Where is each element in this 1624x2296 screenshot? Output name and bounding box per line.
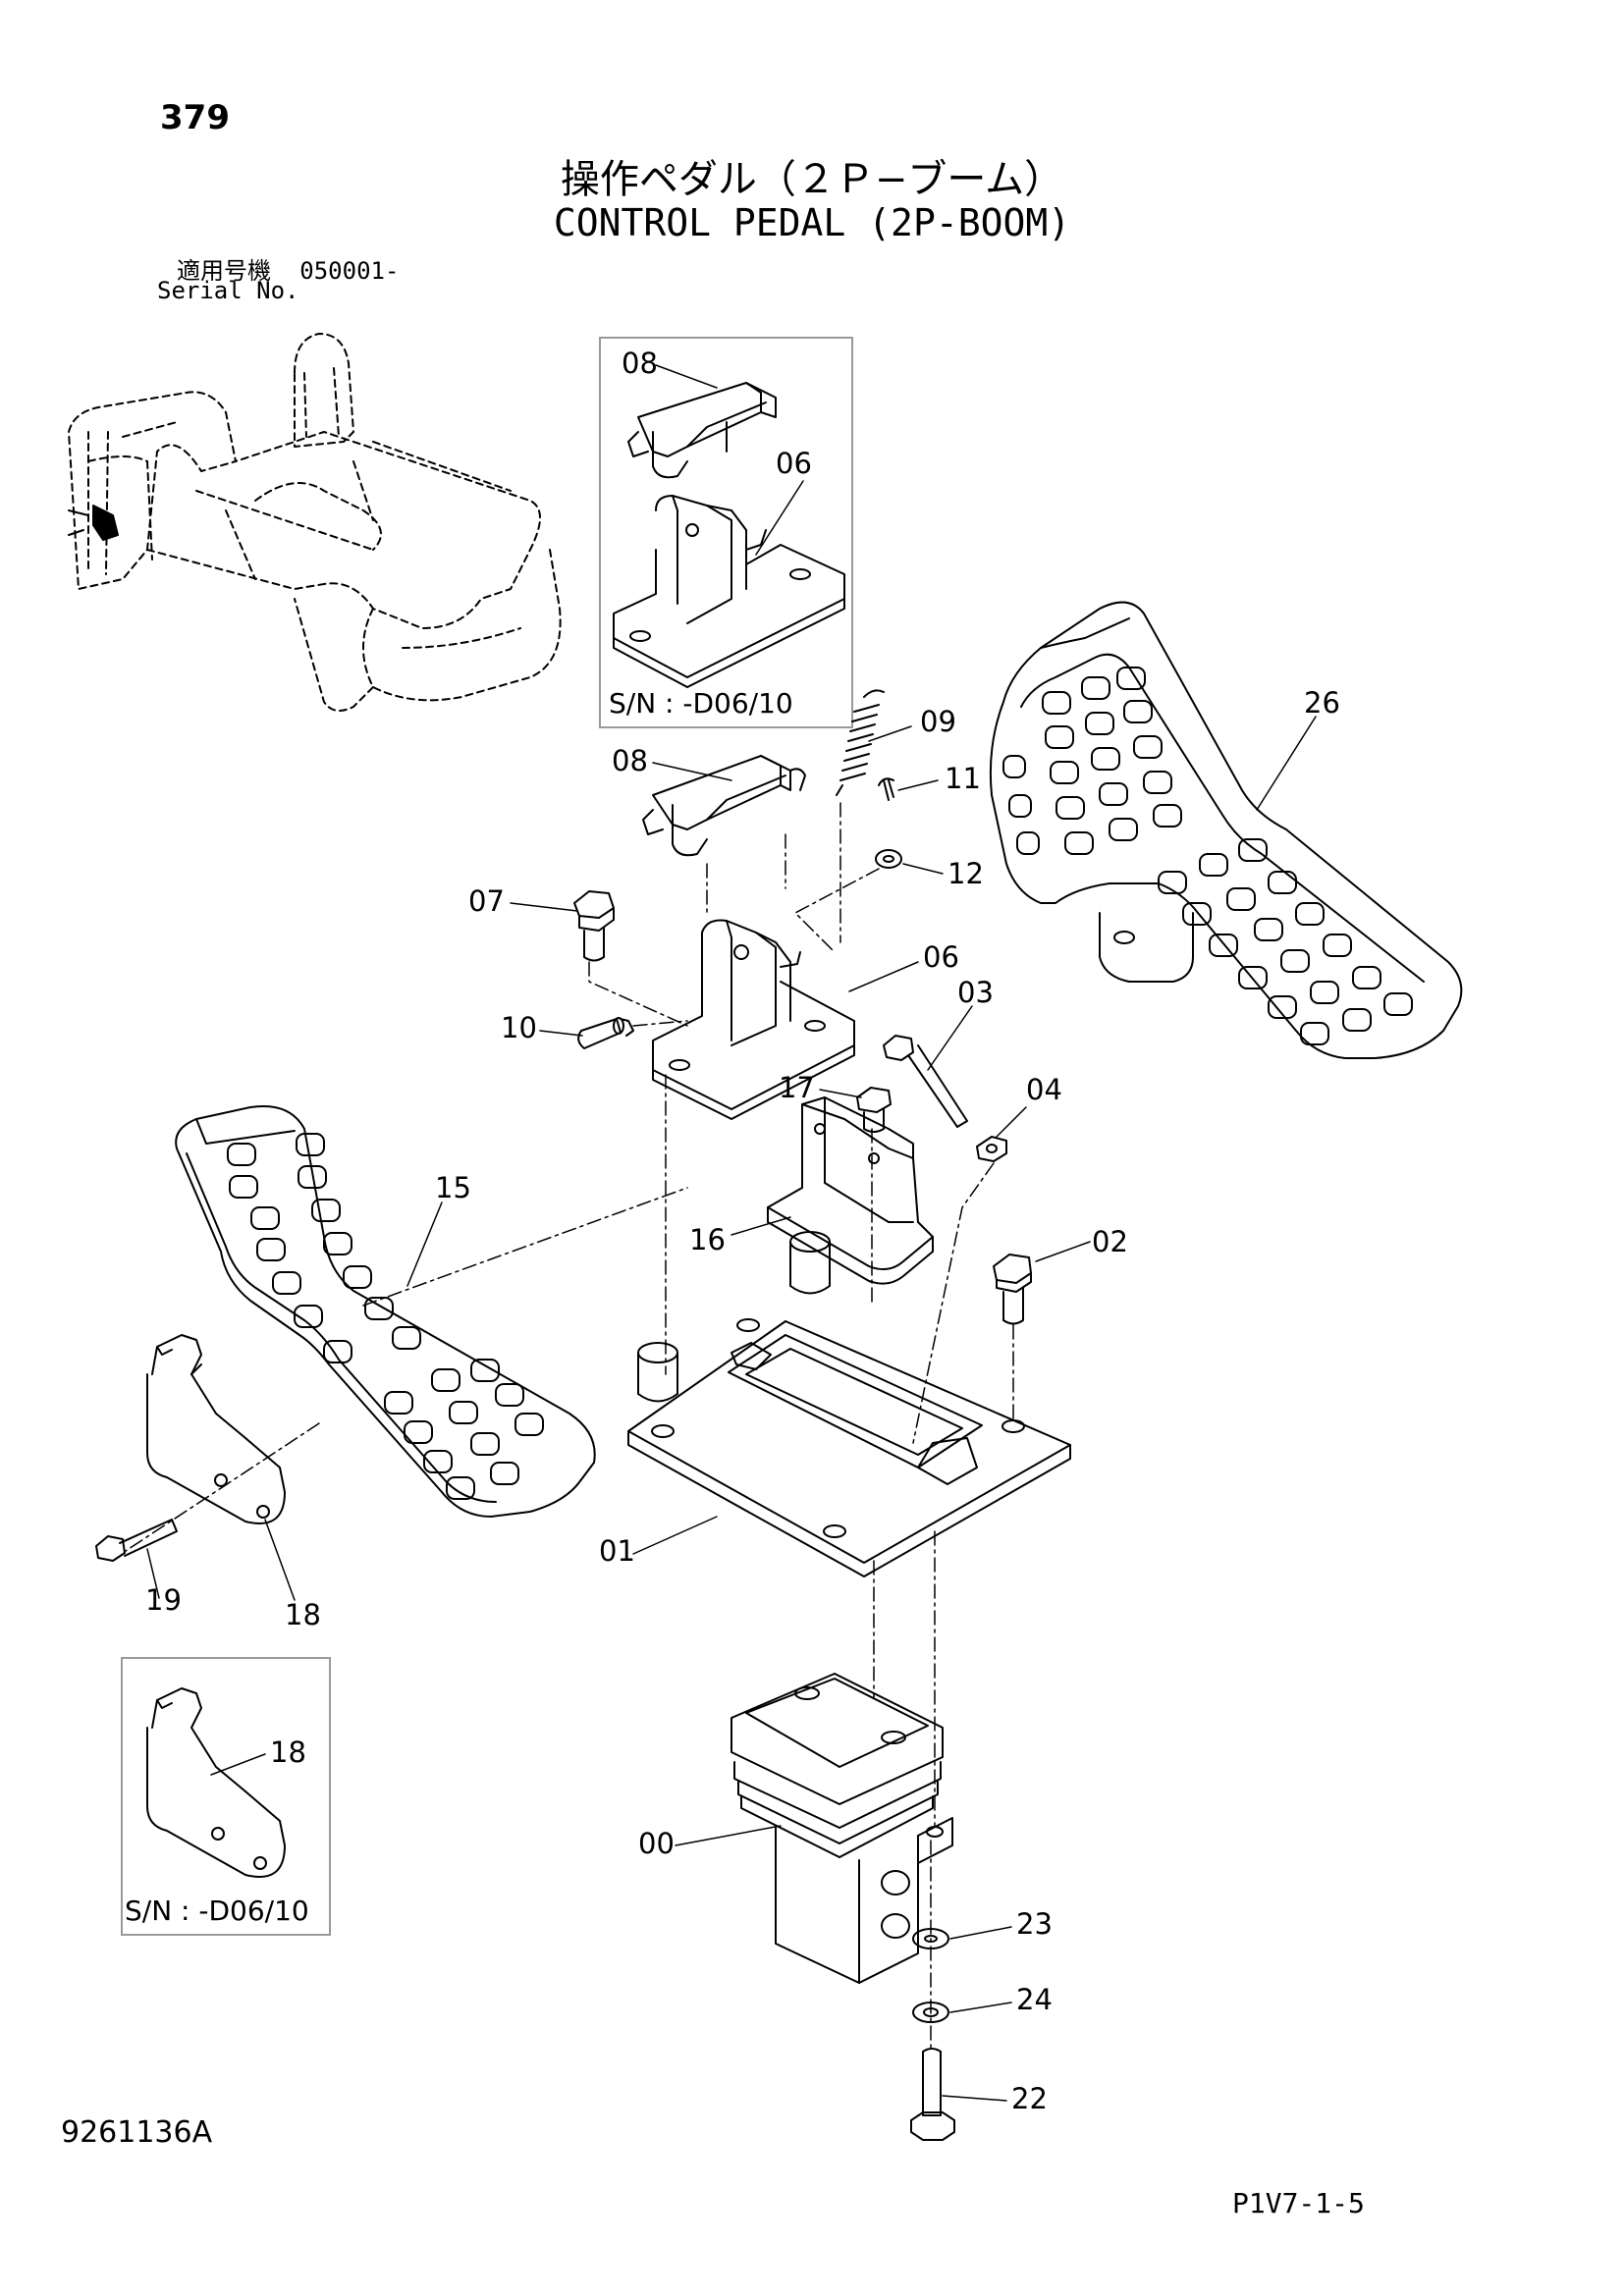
nut-04 bbox=[976, 1136, 1007, 1162]
leader-lines bbox=[146, 364, 1317, 2102]
bracket-18 bbox=[146, 1334, 286, 1524]
page-title-japanese: 操作ペダル（２Ｐ−ブーム） bbox=[560, 157, 1064, 202]
inset-top-caption: S/N : -D06/10 bbox=[609, 687, 793, 720]
callout-17: 17 bbox=[779, 1071, 815, 1104]
serial-value: 050001- bbox=[299, 257, 400, 285]
pedal-location-marker bbox=[68, 505, 119, 541]
serial-label-japanese: 適用号機 bbox=[177, 257, 271, 285]
machine-location-sketch bbox=[68, 333, 562, 712]
inset-left-frame bbox=[121, 1657, 331, 1936]
callout-02: 02 bbox=[1092, 1225, 1128, 1258]
callout-00: 00 bbox=[638, 1827, 675, 1860]
callout-18: 18 bbox=[285, 1598, 321, 1631]
bracket-08 bbox=[642, 755, 806, 857]
pedal-26 bbox=[989, 601, 1463, 1059]
callout-16: 16 bbox=[689, 1223, 726, 1256]
document-number: 9261136A bbox=[61, 2115, 213, 2150]
bolt-19 bbox=[95, 1519, 178, 1562]
bolt-17 bbox=[856, 1087, 892, 1133]
callout-labels: 08 06 09 08 11 12 07 06 10 03 04 17 16 0… bbox=[145, 347, 1340, 2115]
callout-07: 07 bbox=[468, 884, 505, 918]
inset-top-frame bbox=[599, 337, 853, 728]
callout-top-08: 08 bbox=[622, 347, 658, 380]
callout-10: 10 bbox=[501, 1011, 537, 1044]
inset-left-bracket-18 bbox=[146, 1687, 286, 1878]
base-plate-01 bbox=[627, 1231, 1071, 1577]
callout-19: 19 bbox=[145, 1583, 182, 1617]
pedal-15-pads bbox=[227, 1133, 544, 1500]
callout-top-06: 06 bbox=[776, 447, 812, 480]
pin-11 bbox=[878, 777, 894, 801]
callout-08: 08 bbox=[612, 744, 648, 777]
serial-label-english: Serial No. bbox=[157, 277, 299, 304]
callout-inset-18: 18 bbox=[270, 1735, 306, 1769]
washer-12 bbox=[875, 849, 902, 869]
pedal-26-pads bbox=[1002, 667, 1413, 1045]
pin-10 bbox=[577, 1017, 634, 1049]
callout-26: 26 bbox=[1304, 686, 1340, 720]
callout-22: 22 bbox=[1011, 2082, 1048, 2115]
callout-23: 23 bbox=[1016, 1907, 1053, 1941]
base-06 bbox=[652, 919, 855, 1120]
callout-12: 12 bbox=[947, 857, 984, 890]
valve-00 bbox=[731, 1673, 953, 1984]
inset-top-parts bbox=[613, 382, 845, 688]
bolt-22 bbox=[910, 2048, 955, 2141]
inset-left-caption: S/N : -D06/10 bbox=[125, 1895, 309, 1927]
pedal-15 bbox=[175, 1105, 596, 1518]
callout-03: 03 bbox=[957, 976, 994, 1009]
spring-09 bbox=[836, 689, 885, 796]
assembly-lines bbox=[125, 802, 1014, 2053]
page-title-english: CONTROL PEDAL (2P-BOOM) bbox=[553, 201, 1071, 244]
bolt-02 bbox=[993, 1254, 1032, 1325]
page-reference-code: P1V7-1-5 bbox=[1232, 2187, 1365, 2219]
callout-11: 11 bbox=[945, 762, 981, 795]
callout-09: 09 bbox=[920, 705, 956, 738]
bolt-03 bbox=[883, 1035, 968, 1128]
callout-04: 04 bbox=[1026, 1073, 1062, 1106]
bracket-16 bbox=[767, 1096, 934, 1285]
bolt-07 bbox=[573, 890, 615, 962]
callout-01: 01 bbox=[599, 1534, 635, 1568]
callout-15: 15 bbox=[435, 1171, 471, 1204]
serial-label-row: 適用号機 050001- bbox=[177, 251, 399, 286]
callout-06: 06 bbox=[923, 940, 959, 974]
callout-24: 24 bbox=[1016, 1983, 1053, 2016]
page-number: 379 bbox=[160, 98, 230, 137]
